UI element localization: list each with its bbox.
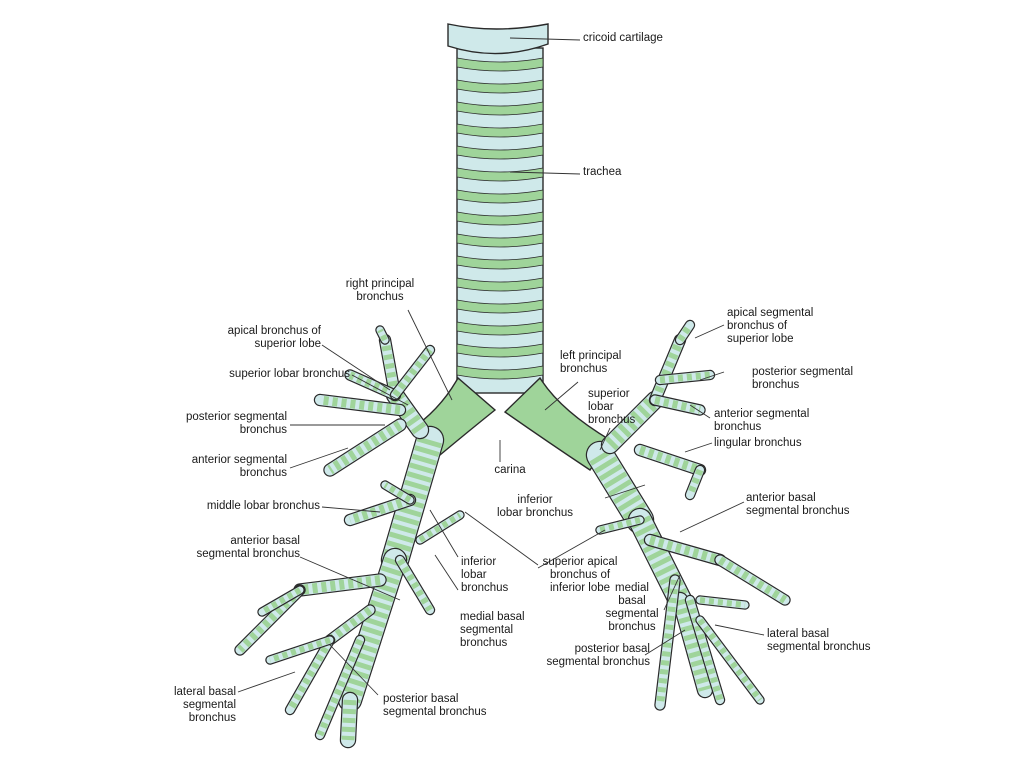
bronchus-rings	[654, 396, 701, 414]
bronchus-rings	[377, 328, 388, 342]
trachea-ring	[456, 277, 544, 292]
label-right-principal-bronchus: right principal bronchus	[345, 278, 415, 303]
bronchial-branches	[234, 319, 791, 749]
trachea-ring	[456, 343, 544, 358]
bronchus-rings	[418, 512, 462, 543]
label-apical-bronchus-superior-lobe: apical bronchus of superior lobe	[227, 325, 321, 350]
bronchus-rings	[717, 556, 788, 604]
trachea-ring	[456, 299, 544, 314]
label-carina: carina	[494, 464, 526, 476]
label-superior-lobar-bronchus-right: superior lobar bronchus	[229, 368, 350, 380]
bronchus-rings	[650, 338, 685, 402]
label-superior-apical-inferior-lobe: superior apical bronchus of inferior lob…	[542, 556, 618, 594]
label-medial-basal-right: medial basal segmental bronchus	[460, 611, 525, 649]
label-posterior-segmental-right: posterior segmental bronchus	[186, 411, 287, 436]
bronchus-rings	[286, 638, 334, 712]
bronchus-rings	[656, 579, 679, 706]
label-anterior-basal-right: anterior basal segmental bronchus	[196, 535, 300, 560]
bronchus-tube	[686, 596, 724, 704]
label-lateral-basal-right: lateral basal segmental bronchus	[173, 686, 236, 724]
bronchus-rings	[392, 347, 433, 398]
bronchus-rings	[599, 517, 641, 533]
bronchus-rings	[299, 575, 381, 595]
label-cricoid-cartilage: cricoid cartilage	[583, 32, 663, 44]
bronchus-rings	[604, 394, 661, 451]
bronchus-rings	[388, 390, 427, 435]
bronchus-rings	[340, 556, 405, 704]
bronchus-rings	[589, 448, 651, 527]
trachea-ring	[456, 365, 544, 380]
label-apical-segmental-left: apical segmental bronchus of superior lo…	[727, 307, 814, 345]
bronchus-rings	[673, 598, 712, 692]
label-anterior-segmental-left: anterior segmental bronchus	[714, 408, 810, 433]
trachea-cartilage-rings	[456, 57, 544, 380]
left-principal-bronchus-tube	[503, 376, 611, 471]
trachea-ring	[456, 321, 544, 336]
trachea-ring	[456, 57, 544, 72]
trachea-ring	[456, 123, 544, 138]
bronchus-rings	[341, 699, 357, 741]
bronchus-rings	[383, 436, 442, 564]
label-middle-lobar-bronchus: middle lobar bronchus	[206, 500, 320, 512]
label-posterior-basal-left: posterior basal segmental bronchus	[546, 643, 650, 668]
label-lingular-bronchus: lingular bronchus	[714, 437, 802, 449]
label-superior-lobar-left: superior lobar bronchus	[588, 388, 636, 426]
trachea-ring	[456, 233, 544, 248]
trachea-ring	[456, 211, 544, 226]
bronchus-rings	[396, 558, 434, 612]
leader-lines	[237, 37, 765, 696]
bronchus-rings	[638, 445, 702, 475]
label-trachea: trachea	[583, 166, 622, 178]
label-posterior-segmental-left: posterior segmental bronchus	[752, 366, 853, 391]
trachea-ring	[456, 145, 544, 160]
bronchus-rings	[269, 637, 331, 663]
bronchus-rings	[648, 535, 722, 565]
trachea-tube	[456, 47, 544, 394]
bronchus-rings	[699, 597, 746, 608]
label-posterior-basal-right: posterior basal segmental bronchus	[383, 693, 487, 718]
label-medial-basal-left: medial basal segmental bronchus	[605, 582, 659, 633]
bronchus-rings	[348, 495, 412, 525]
bronchus-rings	[383, 482, 412, 503]
bronchus-rings	[316, 638, 364, 737]
bronchus-rings	[319, 395, 401, 415]
label-lateral-basal-left: lateral basal segmental bronchus	[767, 628, 871, 653]
trachea-ring	[456, 79, 544, 94]
label-inferior-lobar-left: inferior lobar bronchus	[496, 494, 574, 519]
bronchus-rings	[677, 323, 693, 342]
trachea-ring	[456, 255, 544, 270]
bronchus-rings	[260, 587, 302, 615]
bronchus-tube	[325, 605, 375, 645]
trachea-ring	[456, 167, 544, 182]
bronchus-rings	[327, 420, 403, 475]
label-anterior-basal-left: anterior basal segmental bronchus	[746, 492, 850, 517]
trachea-ring	[456, 101, 544, 116]
bronchus-rings	[380, 339, 400, 396]
bronchus-rings	[686, 468, 704, 497]
bronchus-tube	[656, 371, 714, 384]
bronchus-rings	[697, 618, 763, 702]
cricoid-cartilage-shape	[447, 23, 549, 55]
trachea-ring	[456, 189, 544, 204]
label-anterior-segmental-right: anterior segmental bronchus	[191, 454, 287, 479]
label-inferior-lobar-right: inferior lobar bronchus	[461, 556, 509, 594]
label-left-principal-bronchus: left principal bronchus	[560, 350, 622, 375]
